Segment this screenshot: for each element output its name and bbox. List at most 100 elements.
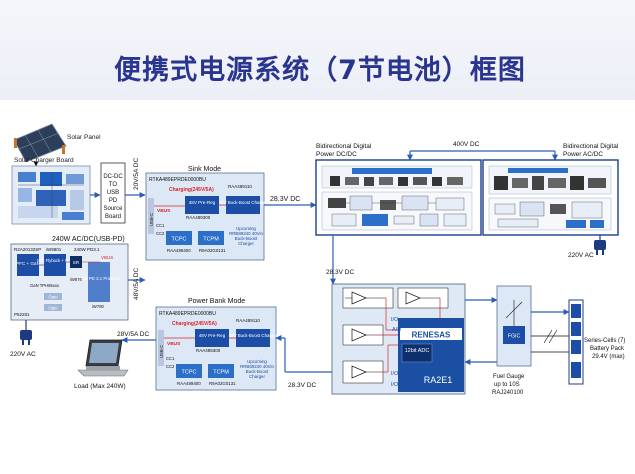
ad-label: A/D xyxy=(392,327,401,333)
pb-charging-label: Charging(245V/5A) xyxy=(172,321,217,327)
dc-283-label-1: 28.3V DC xyxy=(270,196,300,203)
pb-tcpc-label: TCPC xyxy=(182,370,197,376)
plug-icon xyxy=(594,240,606,255)
ac-sr-label: SR xyxy=(73,260,80,265)
sink-title: Sink Mode xyxy=(188,166,221,173)
fuel-gauge-block: FGIC xyxy=(496,285,532,367)
ac-opto2-label: Opto xyxy=(48,306,58,311)
io-label-4: I/O xyxy=(391,382,399,388)
pb-vbus-label: VBUS xyxy=(167,341,181,347)
sink-r9a-label: R9A02G0131 xyxy=(199,248,226,253)
power-bank-block: RTKA489EPRDE0000BU Charging(245V/5A) RAA… xyxy=(155,306,278,391)
pb-part-label: RTKA489EPRDE0000BU xyxy=(159,311,216,317)
io-label-1: I/O xyxy=(391,317,399,323)
pb-title: Power Bank Mode xyxy=(188,298,245,305)
ac-p52281-label: P52281 xyxy=(14,312,30,317)
opamp-icon xyxy=(351,365,367,379)
opamp-icon xyxy=(351,328,367,342)
sink-tcpc-label: TCPC xyxy=(172,237,187,243)
battery-label-1: Series-Cells (7) xyxy=(584,338,625,344)
ac-pfc-label: PFC + GaN xyxy=(16,261,40,266)
ac-usbpd-label: USB PD 3.1 Protocol xyxy=(79,276,120,281)
ac-vbus-label: VBUS xyxy=(101,255,113,260)
dc-283-label-2: 28.3V DC xyxy=(326,269,354,276)
sink-cc1-label: CC1 xyxy=(156,223,165,228)
bidir-ac-label-1: Bidirectional Digital xyxy=(563,143,619,150)
sink-mode-block: RTKA489EPRDE0000BU Charging(245V/5A) RAA… xyxy=(145,172,268,261)
ac-220v-label: 220V AC xyxy=(10,351,36,358)
ac-iw780-label: iW780 xyxy=(92,304,105,309)
sink-buckboost-label: 28V Buck-Boost Charger xyxy=(219,200,268,205)
pb-cc2-label: CC2 xyxy=(166,364,175,369)
sink-vbus-label: VBUS xyxy=(157,208,171,214)
fg-label-1: Fuel Gauge xyxy=(493,374,525,380)
pb-cc1-label: CC1 xyxy=(166,356,175,361)
dcdc-label-4: PD xyxy=(109,198,118,204)
ac-iw9801-label: iW9801 xyxy=(46,247,62,252)
dc-283-label-3: 28.3V DC xyxy=(288,382,316,389)
sink-raa1-label: RAA489110 xyxy=(228,184,252,189)
sink-prereg-label: 48V Pre-Reg xyxy=(189,200,216,205)
ac-flyback-label: 2VS Flyback + GaN xyxy=(37,258,74,263)
pb-usbc-label: USB-C xyxy=(159,345,164,358)
bidir-acdc-board xyxy=(482,159,619,236)
sink-charging-label: Charging(245V/5A) xyxy=(169,187,214,193)
sink-usbc-label: USB-C xyxy=(149,213,154,226)
pb-tcpm-label: TCPM xyxy=(213,370,229,376)
sink-upcoming-label: Upcoming RRB89240 40Vin Buck-Boost Charg… xyxy=(229,226,263,246)
sink-raa2-label: RAA489300 xyxy=(186,215,211,220)
fg-chip-label: FGIC xyxy=(508,334,521,340)
fg-label-2: up to 10S xyxy=(494,382,520,388)
sink-raa3-label: RAA489400 xyxy=(167,248,191,253)
mcu-block: RENESAS 12bit ADC RA2E1 A/D I/O I/O I/O … xyxy=(331,283,466,395)
vert-48v-label: 48V/5A DC xyxy=(133,268,140,300)
solar-panel-label: Solar Panel xyxy=(67,134,101,141)
ac-dc-block: R2A20132SP iW9801 240W PD3.1 PFC + GaN 2… xyxy=(10,243,129,321)
title-band xyxy=(0,0,635,100)
load-label: Load (Max 240W) xyxy=(74,383,126,390)
mcu-name: RA2E1 xyxy=(424,375,453,385)
sink-tcpm-label: TCPM xyxy=(203,237,219,243)
ac-block-title: 240W AC/DC(USB-PD) xyxy=(52,236,125,243)
opamp-icon xyxy=(405,291,421,305)
solar-board-label: Solar Charger Board xyxy=(14,157,74,164)
dcdc-board xyxy=(100,162,126,224)
ac-gan-label: GaN TPH65xxx xyxy=(30,283,60,288)
ac-iw676-label: iW676 xyxy=(70,277,83,282)
bidir-ac-label-2: Power AC/DC xyxy=(563,151,603,158)
dc-28v5a-label: 28V/5A DC xyxy=(117,331,149,338)
dcdc-label-3: USB xyxy=(107,190,119,196)
page-title: 便携式电源系统（7节电池）框图 xyxy=(114,55,526,86)
bidir-dcdc-board xyxy=(315,159,482,236)
laptop-icon xyxy=(77,339,129,377)
dcdc-label-2: TO xyxy=(109,182,118,188)
dcdc-label-5: Source xyxy=(103,206,123,212)
sink-part-label: RTKA489EPRDE0000BU xyxy=(149,177,206,183)
pb-r9a-label: R9A02G0131 xyxy=(209,381,236,386)
dcdc-label-1: DC-DC xyxy=(103,174,123,180)
ac-240w-label: 240W PD3.1 xyxy=(74,247,100,252)
pb-raa1-label: RAA489110 xyxy=(236,318,260,323)
fg-label-3: RAJ240100 xyxy=(492,390,524,396)
sink-cc2-label: CC2 xyxy=(156,231,165,236)
solar-panel-icon xyxy=(13,123,67,163)
ac-r2a-label: R2A20132SP xyxy=(14,247,41,252)
ac-out-220v-label: 220V AC xyxy=(568,252,594,259)
pb-prereg-label: 48V Pre-Reg xyxy=(199,333,226,338)
vert-20v-label: 20V/5A DC xyxy=(133,158,140,190)
pb-raa3-label: RAA489400 xyxy=(177,381,201,386)
io-label-3: I/O xyxy=(391,371,399,377)
battery-label-3: 29.4V (max) xyxy=(592,354,625,360)
pb-buckboost-label: 28V Buck-Boost Charger xyxy=(229,333,278,338)
dcdc-label-6: Board xyxy=(105,214,121,220)
pb-raa2-label: RAA489300 xyxy=(196,348,221,353)
battery-label-2: Battery Pack xyxy=(590,346,625,352)
solar-charger-board xyxy=(11,165,91,225)
pb-upcoming-label: Upcoming RRB89240 40Vin Buck-Boost Charg… xyxy=(240,359,274,379)
battery-icon xyxy=(568,299,584,385)
ac-opto1-label: Opto xyxy=(48,295,58,300)
renesas-logo: RENESAS xyxy=(412,331,451,340)
dc-400v-label: 400V DC xyxy=(453,141,480,148)
